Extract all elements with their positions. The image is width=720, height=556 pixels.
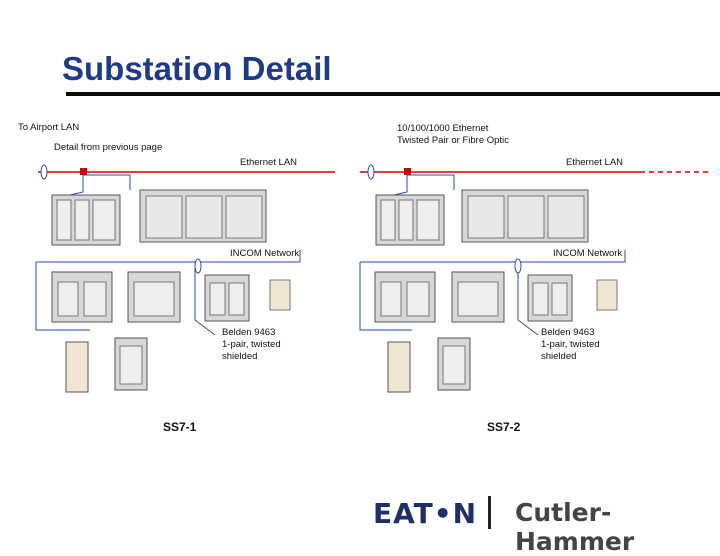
ethernet-lan-left-label: Ethernet LAN [240, 157, 298, 168]
cable-belden-left [194, 262, 216, 336]
ethernet-lan-right-label: Ethernet LAN [566, 157, 624, 168]
switchgear-right-mid [374, 271, 618, 323]
cable-incom-left-top [36, 250, 301, 263]
cable-right-1 [393, 175, 408, 196]
fibre-break-right [367, 164, 375, 180]
belden-right-line3: shielded [541, 351, 577, 362]
ethernet-spec-line1: 10/100/1000 Ethernet [397, 123, 489, 134]
cable-incom-left [35, 262, 90, 331]
cable-left-1 [69, 175, 84, 196]
title-underline [66, 92, 720, 96]
switchgear-left-bottom [65, 337, 148, 393]
incom-break-left [194, 258, 202, 274]
fibre-break-left [40, 164, 48, 180]
belden-left-line1: Belden 9463 [222, 327, 276, 338]
switchgear-right-bottom [387, 337, 471, 393]
switchgear-right-top [375, 189, 589, 246]
cable-incom-right-top [360, 250, 626, 263]
belden-left-line2: 1-pair, twisted [222, 339, 281, 350]
ethernet-node-left [80, 168, 87, 175]
page-title: Substation Detail [62, 50, 332, 87]
belden-right-line1: Belden 9463 [541, 327, 595, 338]
substation-label-left: SS7-1 [163, 420, 197, 434]
to-airport-lan-label: To Airport LAN [18, 122, 80, 133]
incom-right-label: INCOM Network [553, 248, 623, 259]
cable-belden-right [517, 262, 539, 336]
incom-left-label: INCOM Network [230, 248, 300, 259]
cable-incom-right [359, 262, 412, 331]
cable-right-2 [407, 174, 455, 190]
switchgear-left-top [51, 189, 267, 246]
cable-left-2 [83, 174, 131, 190]
network-diagram [35, 164, 710, 393]
detail-prev-label: Detail from previous page [54, 142, 163, 153]
switchgear-left-mid [51, 271, 291, 323]
ethernet-node-right [404, 168, 411, 175]
cutler-hammer-logo: Cutler-Hammer [515, 498, 635, 556]
eaton-logo: EAT•N [373, 497, 478, 530]
substation-label-right: SS7-2 [487, 420, 521, 434]
belden-left-line3: shielded [222, 351, 258, 362]
belden-right-line2: 1-pair, twisted [541, 339, 600, 350]
incom-break-right [514, 258, 522, 274]
ethernet-spec-line2: Twisted Pair or Fibre Optic [397, 135, 509, 146]
logo-separator [488, 496, 491, 529]
